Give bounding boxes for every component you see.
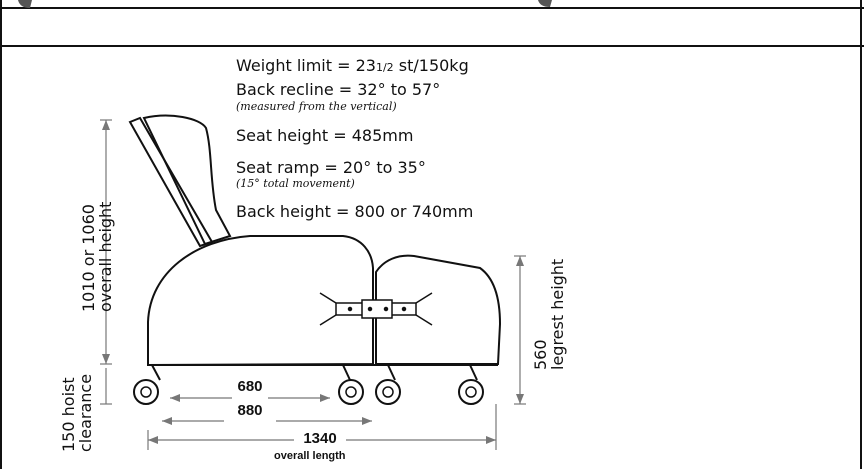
backrest-cushion (142, 114, 232, 246)
back-height-spec: Back height = 800 or 740mm (236, 202, 474, 221)
overall-length-label: overall length (274, 450, 346, 462)
overall-length-value: 1340 (303, 430, 337, 447)
wheelbase-outer-label: 880 (237, 402, 263, 419)
seat-height-spec: Seat height = 485mm (236, 126, 414, 145)
seat-ramp-spec: Seat ramp = 20° to 35° (236, 158, 426, 177)
backrest-frame (128, 116, 214, 248)
header-divider (0, 45, 864, 47)
ramp-mechanism (319, 292, 433, 326)
logo-fragment-right-icon (538, 0, 552, 7)
legrest-height-label: 560 legrest height (531, 258, 567, 370)
castor-wheels (133, 364, 484, 405)
logo-fragment-left-icon (18, 0, 32, 8)
seat-ramp-note: (15° total movement) (236, 177, 355, 190)
weight-limit-spec: Weight limit = 231/2 st/150kg (236, 56, 469, 75)
wheelbase-inner-label: 680 (237, 378, 263, 395)
chair-body (147, 235, 374, 367)
legrest-body (375, 254, 502, 365)
chair-outline (128, 114, 502, 367)
back-recline-spec: Back recline = 32° to 57° (236, 80, 441, 99)
hoist-clearance-label: 150 hoist clearance (59, 373, 95, 452)
overall-height-label: 1010 or 1060 overall height (79, 201, 115, 312)
dimension-lines (100, 119, 526, 450)
top-divider (0, 7, 864, 9)
back-recline-note: (measured from the vertical) (236, 100, 397, 113)
